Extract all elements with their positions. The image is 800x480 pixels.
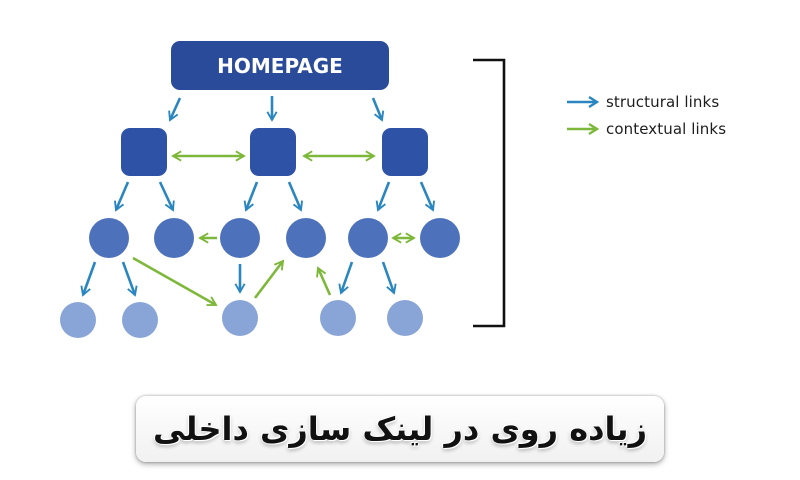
structural-links (80, 96, 436, 297)
page-node (60, 302, 96, 338)
subcategory-node (220, 218, 260, 258)
category-node (382, 128, 428, 176)
subcategory-node (348, 218, 388, 258)
subcategory-node (154, 218, 194, 258)
bracket (473, 58, 506, 328)
green-arrow-icon (567, 122, 600, 135)
category-node (250, 128, 296, 176)
contextual-links (132, 150, 416, 307)
legend-item-contextual: contextual links (566, 115, 726, 142)
title-banner: زیاده روی در لینک سازی داخلی (136, 396, 664, 462)
category-nodes (121, 128, 428, 176)
page-node (320, 300, 356, 336)
category-node (121, 128, 167, 176)
homepage-node: HOMEPAGE (171, 41, 389, 90)
legend-label: contextual links (606, 119, 727, 138)
title-text: زیاده روی در لینک سازی داخلی (153, 410, 647, 448)
page-node (122, 302, 158, 338)
legend-item-structural: structural links (566, 88, 726, 115)
legend-label: structural links (606, 92, 720, 111)
subcategory-node (89, 218, 129, 258)
subcategory-node (286, 218, 326, 258)
subcategory-nodes (89, 218, 460, 258)
blue-arrow-icon (567, 95, 600, 108)
subcategory-node (420, 218, 460, 258)
page-nodes (60, 300, 423, 338)
page-node (222, 300, 258, 336)
homepage-label: HOMEPAGE (217, 54, 343, 78)
page-node (387, 300, 423, 336)
legend: structural links contextual links (566, 88, 726, 142)
